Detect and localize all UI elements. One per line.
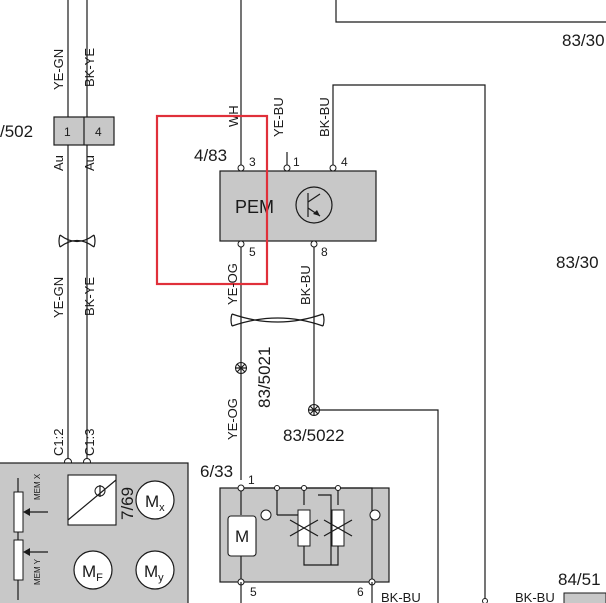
- bottom-right-node: [482, 598, 488, 603]
- pem-pin-5-node: [237, 240, 245, 248]
- pem-location-ref: 4/83: [194, 146, 227, 165]
- bottom-junction-1: [274, 485, 280, 491]
- highlight-box: [155, 114, 269, 286]
- wire-label-ye-gn-top: YE-GN: [51, 49, 66, 90]
- connector-c1-2: C1:2: [51, 429, 66, 456]
- bottom-component-ref: 6/33: [200, 462, 233, 481]
- bottom-component: [219, 487, 390, 583]
- ref-left-connector: /502: [0, 122, 33, 141]
- wire-label-ye-og-1: YE-OG: [225, 263, 240, 305]
- bottom-motor-label: M: [235, 527, 249, 546]
- motor-mx: Mx: [145, 492, 165, 514]
- motor-my: My: [144, 562, 164, 584]
- wire-label-bk-bu-bottom-1: BK-BU: [381, 590, 421, 603]
- motor-mf: MF: [82, 562, 103, 584]
- motor-module: [0, 462, 189, 603]
- relay-coil-1-icon: [289, 509, 319, 547]
- wire-label-bk-ye-top: BK-YE: [82, 48, 97, 87]
- connector-au-2: Au: [82, 155, 97, 171]
- top-right-wire: [335, 0, 606, 23]
- splice-5021-label: 83/5021: [255, 347, 274, 408]
- splice-5022-icon: [308, 404, 320, 416]
- connector-pin-1: 1: [64, 125, 71, 139]
- bottom-pin-6: 6: [357, 585, 364, 599]
- pem-pin-8-node: [310, 240, 318, 248]
- twisted-pair-left: [58, 234, 96, 248]
- pem-module: [219, 170, 377, 242]
- connector-c1-3: C1:3: [82, 429, 97, 456]
- pem-label: PEM: [235, 197, 274, 217]
- bottom-pin-1: 1: [248, 473, 255, 487]
- ref-top-right: 83/30: [562, 31, 605, 50]
- motor-mem-y: MEM Y: [33, 558, 42, 585]
- wire-label-bk-bu-top: BK-BU: [317, 97, 332, 137]
- bottom-pin-5: 5: [250, 585, 257, 599]
- splice-5021-icon: [235, 362, 247, 374]
- pem-pin-3: 3: [249, 155, 256, 169]
- wire-label-bk-ye-mid: BK-YE: [82, 277, 97, 316]
- wire-label-bk-bu-bottom-2: BK-BU: [515, 590, 555, 603]
- pem-pin-1-node: [283, 164, 291, 172]
- bottom-right-connector: [563, 592, 606, 603]
- pem-pin-3-node: [237, 164, 245, 172]
- relay-coil-2-icon: [323, 509, 353, 547]
- motor-mem-x: MEM X: [33, 473, 42, 500]
- connector-au-1: Au: [51, 155, 66, 171]
- twisted-pair-mid: [230, 313, 325, 327]
- ref-mid-right: 83/30: [556, 253, 599, 272]
- pem-pin-1: 1: [293, 155, 300, 169]
- left-connector: [53, 116, 115, 146]
- pem-pin-4-node: [329, 164, 337, 172]
- ref-bottom-right: 84/51: [558, 570, 601, 589]
- wire-label-ye-og-2: YE-OG: [225, 398, 240, 440]
- pem-pin-4: 4: [341, 155, 348, 169]
- left-wires: [67, 0, 88, 462]
- connector-pin-4: 4: [95, 125, 102, 139]
- pem-pin-5: 5: [249, 245, 256, 259]
- bottom-junction-3: [335, 485, 341, 491]
- bottom-junction-2: [301, 485, 307, 491]
- wire-label-ye-gn-mid: YE-GN: [51, 277, 66, 318]
- wire-label-bk-bu-mid: BK-BU: [298, 265, 313, 305]
- pem-pin-8: 8: [321, 245, 328, 259]
- wire-label-ye-bu: YE-BU: [271, 97, 286, 137]
- bottom-pin-1-node: [237, 484, 245, 492]
- splice-5022-label: 83/5022: [283, 426, 344, 445]
- connector-7-69: 7/69: [118, 487, 137, 520]
